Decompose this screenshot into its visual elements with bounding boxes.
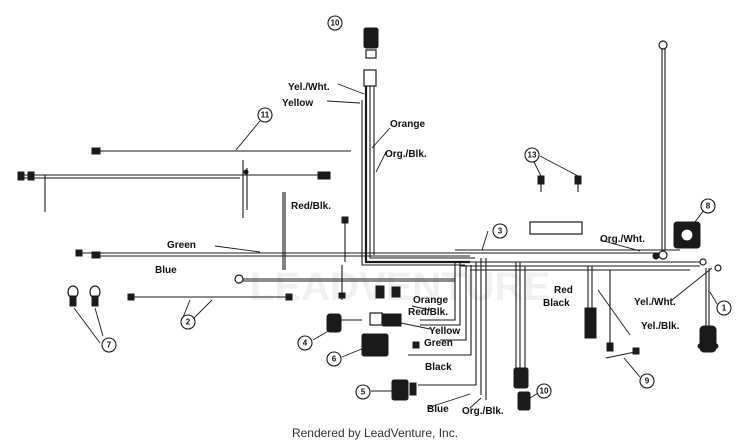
label-org-wht: Org./Wht. <box>600 234 645 245</box>
battery-cable <box>658 40 668 260</box>
callout-11: 11 <box>257 107 273 123</box>
solenoid-8 <box>673 209 705 249</box>
callout-1: 1 <box>716 300 732 316</box>
callout-10-bottom: 10 <box>536 383 552 399</box>
leader-red-blk-mid <box>411 305 431 311</box>
callout-5: 5 <box>355 384 371 400</box>
label-org-blk-bottom: Org./Blk. <box>462 406 504 417</box>
callout-3: 3 <box>492 223 508 239</box>
leader-1 <box>709 291 718 305</box>
callout-4: 4 <box>297 335 313 351</box>
main-harness-trunk <box>361 86 475 266</box>
label-yel-wht-top: Yel./Wht. <box>288 82 330 93</box>
label-blue-bottom: Blue <box>427 404 449 415</box>
bolts-13 <box>532 155 582 192</box>
label-green-mid: Green <box>424 338 453 349</box>
leader-green <box>214 245 261 253</box>
label-black-mid: Black <box>425 362 452 373</box>
right-harness <box>455 249 722 352</box>
label-org-blk-top: Org./Blk. <box>385 149 427 160</box>
callout-11-number: 11 <box>261 111 270 120</box>
label-yellow-top: Yellow <box>282 98 313 109</box>
leader-org-blk-bottom <box>469 397 482 409</box>
wire-2 <box>127 293 293 321</box>
lower-harness <box>408 258 529 400</box>
callout-9: 9 <box>639 373 655 389</box>
callout-13: 13 <box>524 147 540 163</box>
callout-3-number: 3 <box>498 227 503 236</box>
callout-5-number: 5 <box>361 388 366 397</box>
connector-10-top <box>363 27 379 87</box>
right-cable <box>697 268 719 353</box>
label-black-right: Black <box>543 298 570 309</box>
bulbs-7 <box>67 285 104 344</box>
label-yel-blk: Yel./Blk. <box>641 321 680 332</box>
ground-wire <box>234 192 455 284</box>
module-6 <box>341 333 389 358</box>
callout-2-number: 2 <box>186 318 191 327</box>
connector-10-bottom <box>517 391 539 411</box>
bracket <box>529 221 583 235</box>
leader-org-wht <box>599 239 641 252</box>
callout-8-number: 8 <box>706 202 711 211</box>
leader-yel-wht <box>337 83 365 95</box>
callout-10-top-number: 10 <box>331 19 340 28</box>
callout-6-number: 6 <box>332 355 337 364</box>
label-blue-left: Blue <box>155 265 177 276</box>
leader-yellow-mid <box>395 321 431 330</box>
leader-yel-wht-right <box>671 267 713 301</box>
harness-11 <box>17 147 352 218</box>
label-red: Red <box>554 285 573 296</box>
leader-yellow <box>326 100 361 104</box>
callout-8: 8 <box>700 198 716 214</box>
switch-4 <box>312 313 362 341</box>
label-red-blk: Red/Blk. <box>291 201 331 212</box>
leader-blue-bottom <box>426 393 471 409</box>
leader-3 <box>481 230 489 251</box>
callout-2: 2 <box>180 314 196 330</box>
leader-org-blk <box>375 151 387 173</box>
callout-1-number: 1 <box>722 304 727 313</box>
switch-5 <box>371 379 417 401</box>
leader-orange <box>371 127 391 149</box>
red-blk-wire <box>338 216 349 300</box>
label-yellow-mid: Yellow <box>429 326 460 337</box>
center-connectors <box>369 285 420 349</box>
label-red-blk-mid: Red/Blk. <box>408 307 448 318</box>
footer-credit: Rendered by LeadVenture, Inc. <box>291 426 459 440</box>
callout-7: 7 <box>101 337 117 353</box>
callout-10-top: 10 <box>327 15 343 31</box>
callout-6: 6 <box>326 351 342 367</box>
label-orange-top: Orange <box>390 119 425 130</box>
callout-10-bottom-number: 10 <box>540 387 549 396</box>
leader-11 <box>235 120 261 151</box>
label-orange-mid: Orange <box>413 295 448 306</box>
label-yel-wht-right: Yel./Wht. <box>634 297 676 308</box>
terminal-9 <box>605 347 641 378</box>
callout-4-number: 4 <box>303 339 308 348</box>
callout-7-number: 7 <box>107 341 112 350</box>
callout-13-number: 13 <box>528 151 537 160</box>
green-blue-harness <box>75 249 470 259</box>
label-green-left: Green <box>167 240 196 251</box>
callout-9-number: 9 <box>645 377 650 386</box>
